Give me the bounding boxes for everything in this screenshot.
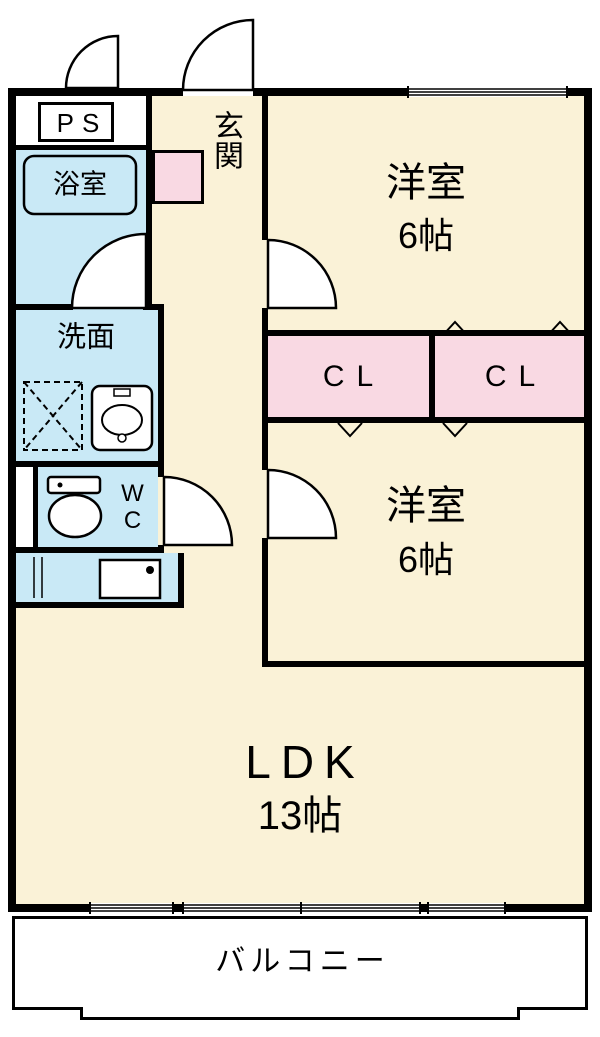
room-balcony bbox=[12, 916, 588, 1010]
wall bbox=[262, 96, 268, 240]
wall bbox=[16, 602, 184, 608]
balcony-label: バルコニー bbox=[215, 945, 390, 978]
entrance-label: 玄関 bbox=[209, 110, 242, 170]
pipe-space-box bbox=[38, 102, 114, 142]
outer-wall bbox=[8, 88, 592, 912]
wall bbox=[16, 461, 164, 467]
wall bbox=[16, 547, 164, 553]
wall bbox=[33, 467, 38, 547]
ldk-size: 13帖 bbox=[257, 794, 343, 838]
wall bbox=[16, 145, 152, 150]
wall bbox=[262, 330, 584, 336]
entrance-door-arc bbox=[181, 18, 255, 92]
entrance-opening bbox=[183, 88, 253, 96]
wall bbox=[158, 310, 164, 477]
wall bbox=[262, 538, 268, 667]
balcony-railing-step bbox=[80, 1007, 520, 1020]
wall bbox=[262, 308, 268, 470]
bedroom1-size: 6帖 bbox=[397, 215, 455, 256]
closet2-label: CL bbox=[484, 360, 548, 393]
room-closet-1 bbox=[268, 336, 429, 417]
ps-label: PS bbox=[56, 108, 108, 138]
ldk-label: LDK bbox=[245, 736, 365, 788]
wc-label: WC bbox=[119, 480, 146, 534]
wall bbox=[178, 553, 184, 608]
bedroom1-label: 洋室 bbox=[386, 161, 466, 205]
wc-left-recess bbox=[16, 467, 33, 547]
wall bbox=[143, 304, 164, 310]
bathroom-label: 浴室 bbox=[53, 169, 107, 200]
bedroom2-size: 6帖 bbox=[397, 539, 455, 580]
wall bbox=[146, 96, 152, 310]
bedroom2-label: 洋室 bbox=[386, 484, 466, 528]
closet1-label: CL bbox=[322, 360, 386, 393]
wall bbox=[262, 417, 584, 423]
wall bbox=[16, 304, 73, 310]
wall bbox=[429, 336, 435, 417]
room-closet-2 bbox=[435, 336, 584, 417]
meter-box-door-arc bbox=[64, 34, 120, 90]
wall bbox=[262, 661, 584, 667]
washroom-label: 洗面 bbox=[56, 321, 116, 354]
entrance-step bbox=[152, 150, 204, 204]
